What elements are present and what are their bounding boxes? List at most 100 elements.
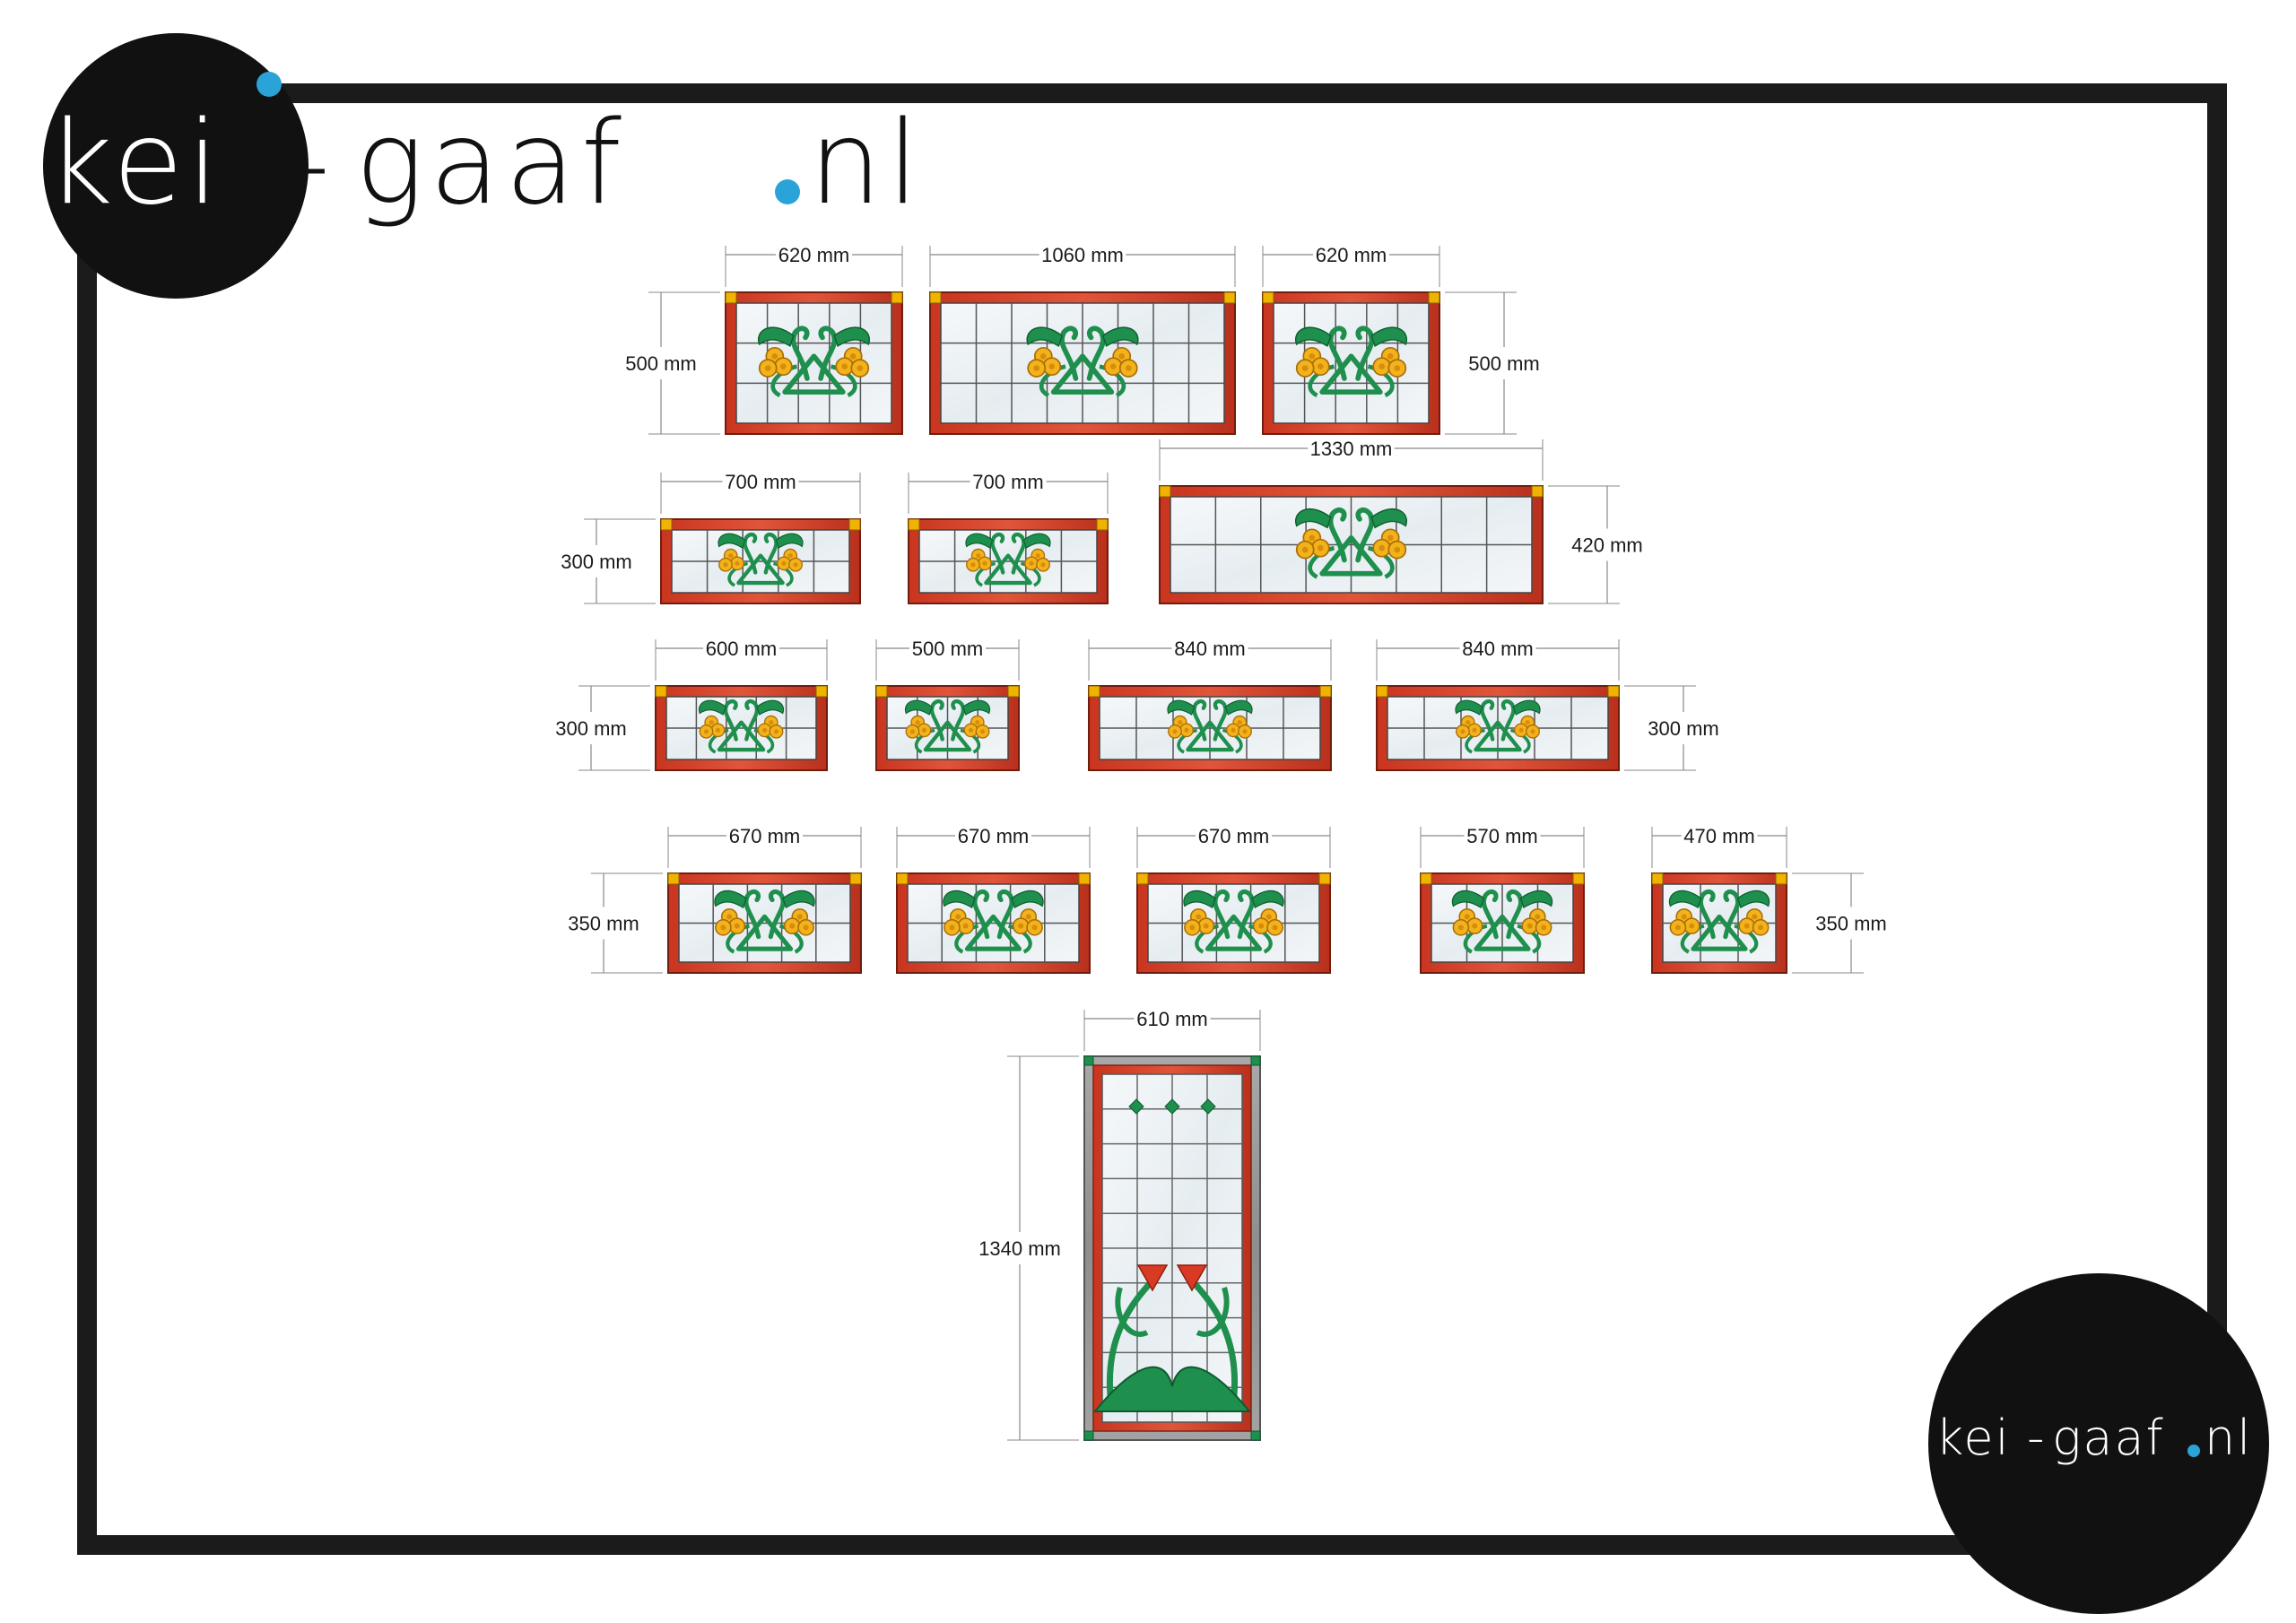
corner-square [1607, 685, 1620, 698]
lily-motif [757, 325, 871, 398]
window-panel-r4-a [667, 872, 862, 974]
window-panel-r1-b [929, 291, 1236, 435]
window-panel-r2-b [908, 518, 1109, 604]
lily-motif [1026, 325, 1139, 398]
logo-bottom-kei: kei [1935, 1410, 2011, 1466]
lily-motif [965, 532, 1051, 587]
window-panel-r1-c [1262, 291, 1440, 435]
logo-bottom-badge [1928, 1273, 2269, 1614]
lily-motif [904, 699, 991, 754]
width-label-r3-b: 500 mm [912, 638, 983, 660]
logo-bottom-dot [2187, 1445, 2200, 1457]
height-label-r4-e: 350 mm [1815, 913, 1886, 935]
width-label-r3-c: 840 mm [1174, 638, 1245, 660]
lily-motif [943, 889, 1044, 954]
lily-motif [1294, 507, 1408, 579]
corner-square [1136, 872, 1149, 885]
panel-glass [1273, 302, 1430, 424]
window-panel-r3-d [1376, 685, 1620, 771]
logo-top-hyphen: - [289, 97, 335, 230]
width-label-r1-a: 620 mm [778, 244, 849, 266]
lily-motif [1167, 699, 1253, 754]
width-label-r3-a: 600 mm [706, 638, 777, 660]
corner-square [848, 518, 861, 531]
window-panel-r2-c [1159, 485, 1544, 604]
logo-top-dot [775, 179, 800, 204]
height-label-r1-c: 500 mm [1468, 352, 1539, 375]
height-label-r3-d: 300 mm [1648, 717, 1718, 740]
logo-bottom-hyphen: - [2027, 1410, 2045, 1466]
corner-square [1088, 685, 1100, 698]
height-label-r1-a: 500 mm [625, 352, 696, 375]
corner-square [1572, 872, 1585, 885]
corner-square [1775, 872, 1787, 885]
lily-motif [1668, 889, 1770, 954]
corner-square [875, 685, 888, 698]
lily-motif [714, 889, 815, 954]
height-label-r2-a: 300 mm [561, 551, 631, 573]
corner-square [1159, 485, 1171, 498]
window-panel-r4-c [1136, 872, 1331, 974]
width-label-door: 610 mm [1136, 1008, 1207, 1030]
corner-square [1078, 872, 1091, 885]
width-label-r2-c: 1330 mm [1310, 438, 1393, 460]
lily-motif [718, 532, 804, 587]
window-panel-r3-b [875, 685, 1020, 771]
corner-square [1376, 685, 1388, 698]
lily-motif [1183, 889, 1284, 954]
lily-motif [1294, 325, 1408, 398]
window-panel-r4-d [1420, 872, 1585, 974]
tulip-motif [1092, 1098, 1252, 1412]
height-label-r2-c: 420 mm [1571, 534, 1642, 557]
corner-square [667, 872, 680, 885]
window-panel-r3-a [655, 685, 828, 771]
width-label-r4-b: 670 mm [958, 825, 1029, 847]
corner-square [1250, 1430, 1261, 1441]
logo-top: kei - gaaf nl [43, 33, 925, 299]
panels-layer: 620 mm 500 mm 1060 mm 620 mm 500 mm 700 mm 300… [555, 244, 1887, 1441]
window-panel-r1-a [725, 291, 903, 435]
corner-square [725, 291, 737, 304]
corner-square [896, 872, 909, 885]
lily-motif [1455, 699, 1541, 754]
corner-square [1319, 685, 1332, 698]
logo-bottom-nl: nl [2205, 1410, 2252, 1466]
width-label-r1-b: 1060 mm [1041, 244, 1124, 266]
corner-square [1420, 872, 1432, 885]
logo-top-nl: nl [809, 97, 925, 230]
width-label-r4-c: 670 mm [1198, 825, 1269, 847]
logo-bottom: kei - gaaf nl [1928, 1273, 2269, 1614]
window-panel-door [1083, 1055, 1261, 1441]
width-label-r1-c: 620 mm [1316, 244, 1387, 266]
corner-square [660, 518, 673, 531]
corner-square [929, 291, 942, 304]
corner-square [1083, 1055, 1094, 1066]
outer-frame [77, 83, 2227, 1555]
width-label-r2-a: 700 mm [725, 471, 796, 493]
logo-top-gaaf: gaaf [355, 97, 627, 230]
width-label-r4-d: 570 mm [1466, 825, 1537, 847]
lily-motif [1451, 889, 1553, 954]
corner-square [1096, 518, 1109, 531]
height-label-r3-a: 300 mm [555, 717, 626, 740]
corner-square [1531, 485, 1544, 498]
window-panel-r4-b [896, 872, 1091, 974]
corner-square [1262, 291, 1274, 304]
corner-square [891, 291, 903, 304]
logo-top-badge [43, 33, 309, 299]
corner-square [815, 685, 828, 698]
lily-motif [698, 699, 785, 754]
window-panel-r3-c [1088, 685, 1332, 771]
width-label-r4-e: 470 mm [1683, 825, 1754, 847]
corner-square [1223, 291, 1236, 304]
width-label-r2-b: 700 mm [972, 471, 1043, 493]
height-label-door: 1340 mm [978, 1237, 1061, 1260]
width-label-r4-a: 670 mm [729, 825, 800, 847]
logo-top-kei: kei [47, 97, 222, 230]
corner-square [1651, 872, 1664, 885]
panel-glass [735, 302, 892, 424]
corner-square [1250, 1055, 1261, 1066]
corner-square [908, 518, 920, 531]
corner-square [655, 685, 667, 698]
